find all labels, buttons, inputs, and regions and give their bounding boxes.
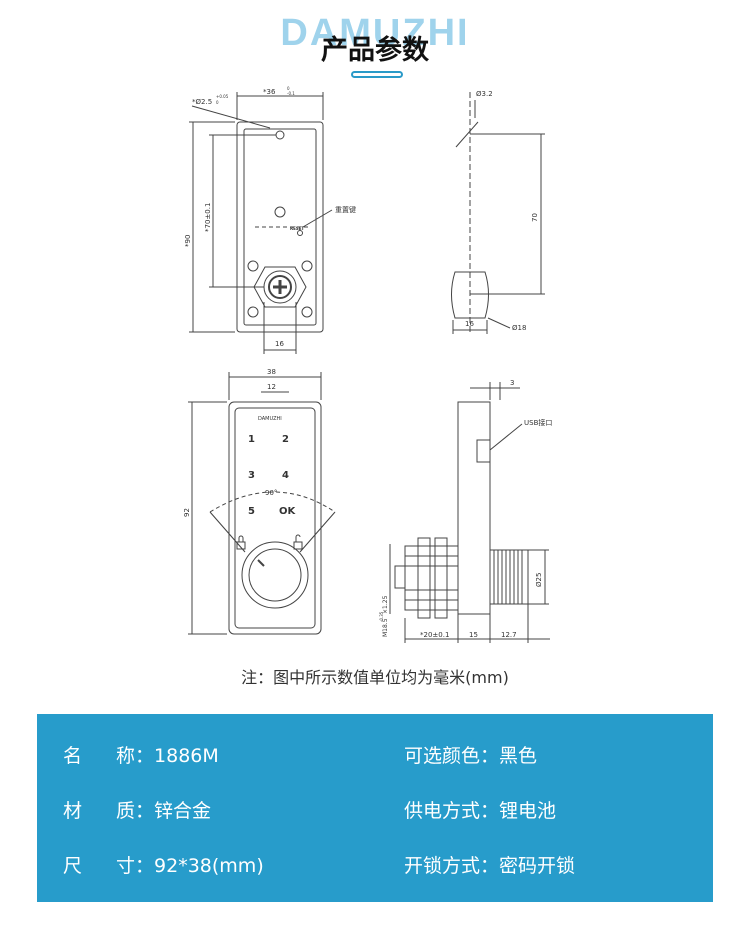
dim-12-7: 12.7 bbox=[501, 631, 517, 639]
spec-row: 名称：1886M 可选颜色：黑色 bbox=[37, 741, 713, 771]
spec-size: 尺寸：92*38(mm) bbox=[63, 855, 264, 877]
front-panel-view: DAMUZHI 1 2 3 4 5 OK 90° 38 12 92 bbox=[183, 368, 336, 635]
page-title: 产品参数 bbox=[321, 35, 429, 66]
spec-color: 可选颜色：黑色 bbox=[404, 745, 538, 767]
side-top-view: Ø3.2 70 16 Ø18 bbox=[451, 90, 545, 334]
svg-text:×1.25: ×1.25 bbox=[382, 595, 389, 614]
dim-15: 15 bbox=[469, 631, 478, 639]
cam-shape bbox=[451, 271, 489, 319]
dim-dia-18: Ø18 bbox=[512, 324, 526, 332]
svg-text:+0.05: +0.05 bbox=[216, 94, 229, 99]
side-knob bbox=[489, 549, 529, 605]
dim-width-36: *36 bbox=[263, 88, 276, 96]
page-header: DAMUZHI 产品参数 bbox=[0, 0, 750, 90]
center-hole bbox=[274, 206, 286, 218]
dim-thread: M18.5 bbox=[382, 618, 389, 637]
spec-unlock: 开锁方式：密码开锁 bbox=[404, 855, 576, 877]
lock-closed-icon bbox=[236, 541, 246, 550]
panel-outline bbox=[228, 401, 322, 635]
dim-width-16: 16 bbox=[465, 320, 474, 328]
usb-label: USB接口 bbox=[524, 418, 552, 427]
key-3: 3 bbox=[248, 470, 255, 481]
spec-row: 尺寸：92*38(mm) 开锁方式：密码开锁 bbox=[37, 851, 713, 881]
dim-hole: *Ø2.5 bbox=[192, 98, 212, 106]
cam-tip bbox=[394, 565, 406, 589]
key-2: 2 bbox=[282, 434, 289, 445]
dim-thickness-3: 3 bbox=[510, 379, 514, 387]
svg-text:-0.1: -0.1 bbox=[287, 91, 295, 96]
dim-panel-12: 12 bbox=[267, 383, 276, 391]
reset-hole bbox=[297, 230, 303, 236]
technical-drawing: *36 0 -0.1 *Ø2.5 +0.05 0 *90 *70±0.1 重置键… bbox=[170, 82, 590, 657]
usb-port bbox=[476, 439, 491, 463]
key-4: 4 bbox=[282, 470, 289, 481]
key-5: 5 bbox=[248, 506, 255, 517]
dim-height-90: *90 bbox=[184, 235, 192, 247]
title-underline bbox=[351, 71, 403, 78]
spec-row: 材质：锌合金 供电方式：锂电池 bbox=[37, 796, 713, 826]
units-note: 注：图中所示数值单位均为毫米(mm) bbox=[241, 668, 509, 687]
brand-watermark: DAMUZHI bbox=[280, 12, 470, 54]
angle-90: 90° bbox=[265, 489, 277, 497]
knob bbox=[241, 541, 309, 609]
panel-brand: DAMUZHI bbox=[258, 416, 282, 422]
dim-knob-25: Ø25 bbox=[535, 573, 543, 587]
key-1: 1 bbox=[248, 434, 255, 445]
dim-bottom-16: 16 bbox=[275, 340, 284, 348]
key-ok: OK bbox=[279, 506, 297, 517]
lock-open-icon bbox=[293, 541, 303, 550]
spec-panel: 名称：1886M 可选颜色：黑色 材质：锌合金 供电方式：锂电池 尺寸：92*3… bbox=[37, 714, 713, 902]
top-hole bbox=[275, 130, 285, 140]
front-view: *36 0 -0.1 *Ø2.5 +0.05 0 *90 *70±0.1 重置键… bbox=[184, 86, 356, 354]
svg-text:0: 0 bbox=[287, 86, 290, 91]
dim-panel-92: 92 bbox=[183, 508, 191, 517]
spec-name: 名称：1886M bbox=[63, 745, 219, 767]
dim-20: *20±0.1 bbox=[420, 631, 449, 639]
svg-text:0: 0 bbox=[216, 100, 219, 105]
dim-panel-38: 38 bbox=[267, 368, 276, 376]
reset-button-label: 重置键 bbox=[335, 205, 356, 214]
reset-text: RESET bbox=[290, 226, 304, 231]
side-body bbox=[457, 401, 491, 615]
dim-length-70: 70 bbox=[531, 213, 539, 222]
spec-material: 材质：锌合金 bbox=[63, 800, 212, 822]
spec-power: 供电方式：锂电池 bbox=[404, 800, 557, 822]
dim-height-70: *70±0.1 bbox=[204, 203, 212, 232]
plate-outline bbox=[236, 121, 324, 333]
plate-inner bbox=[243, 128, 317, 326]
side-panel-view: 3 USB接口 Ø25 M18.5 -0.35 ×1.25 *20±0.1 15… bbox=[379, 379, 552, 643]
svg-text:-0.35: -0.35 bbox=[379, 611, 384, 622]
dim-dia-3-2: Ø3.2 bbox=[476, 90, 493, 98]
